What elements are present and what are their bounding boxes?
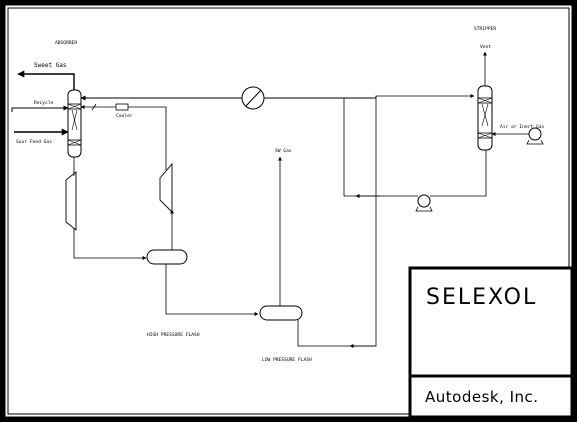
- stripper-column: [477, 85, 493, 151]
- hp-flash-label: HIGH PRESSURE FLASH: [147, 332, 200, 338]
- cooler-exchanger: [115, 103, 129, 111]
- lp-flash-label: LOW PRESSURE FLASH: [262, 357, 312, 363]
- sweet-gas-label: Sweet Gas: [34, 62, 67, 69]
- absorber-column: [67, 89, 82, 158]
- title-block-title: SELEXOL: [426, 285, 537, 310]
- sweet-gas-line: [17, 70, 75, 90]
- hp-flash-to-lp-flash: [165, 264, 259, 316]
- lean-solvent-pump: [415, 194, 433, 212]
- title-block: [408, 266, 574, 419]
- valve-slash: [91, 103, 97, 111]
- drawing-border: [7, 7, 570, 415]
- absorber-label: ABSORBER: [55, 40, 77, 46]
- vent-label: Vent: [480, 44, 491, 50]
- sw-gas-label: SW Gas: [275, 148, 292, 154]
- cooler-label: Cooler: [116, 113, 133, 119]
- air-inert-gas-label: Air or Inert Gas: [500, 124, 544, 130]
- recycle-label: Recycle: [34, 100, 54, 106]
- lean-solvent-cooler: [241, 86, 265, 110]
- sour-feed-gas-label: Sour Feed Gas: [16, 139, 52, 145]
- semi-lean-line: [128, 106, 167, 170]
- low-pressure-flash-drum: [259, 305, 303, 321]
- high-pressure-flash-drum: [146, 249, 188, 265]
- turbine-to-hp-flash: [73, 228, 147, 260]
- recycle-line: [11, 105, 69, 112]
- title-block-company: Autodesk, Inc.: [425, 388, 539, 406]
- stripper-label: STRIPPER: [474, 26, 496, 32]
- stripper-bottom-to-pump: [430, 150, 487, 197]
- cooler-to-pump-line: [343, 98, 418, 197]
- hydraulic-turbine: [65, 171, 77, 231]
